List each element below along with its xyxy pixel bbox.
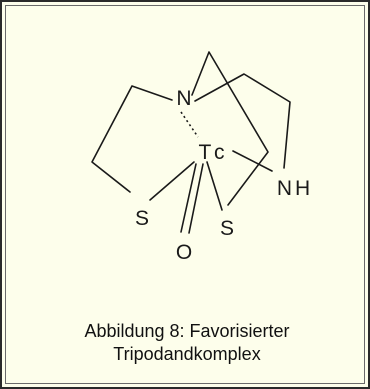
atom-label-n: N — [176, 87, 191, 110]
bond-s-left-tc — [149, 161, 195, 201]
bond-tc-o-double — [180, 163, 204, 234]
figure-caption-line-2: Tripodandkomplex — [113, 344, 261, 364]
atom-label-nh: NH — [277, 177, 313, 200]
figure-caption-line-1: Abbildung 8: Favorisierter — [84, 321, 290, 341]
atom-label-s-left: S — [135, 207, 149, 230]
bond-tc-s-right — [206, 161, 223, 211]
atom-label-o: O — [176, 241, 192, 264]
bond-right-arm — [194, 73, 291, 169]
bond-n-tc-dotted — [180, 111, 199, 138]
atom-label-tc: Tc — [199, 141, 230, 164]
bond-tc-nh — [232, 150, 273, 172]
bond-left-arm — [91, 85, 173, 193]
bond-top-arm — [191, 51, 269, 206]
atom-label-s-right: S — [220, 217, 234, 240]
tripodand-complex-structure: N Tc NH S S O — [91, 51, 313, 264]
